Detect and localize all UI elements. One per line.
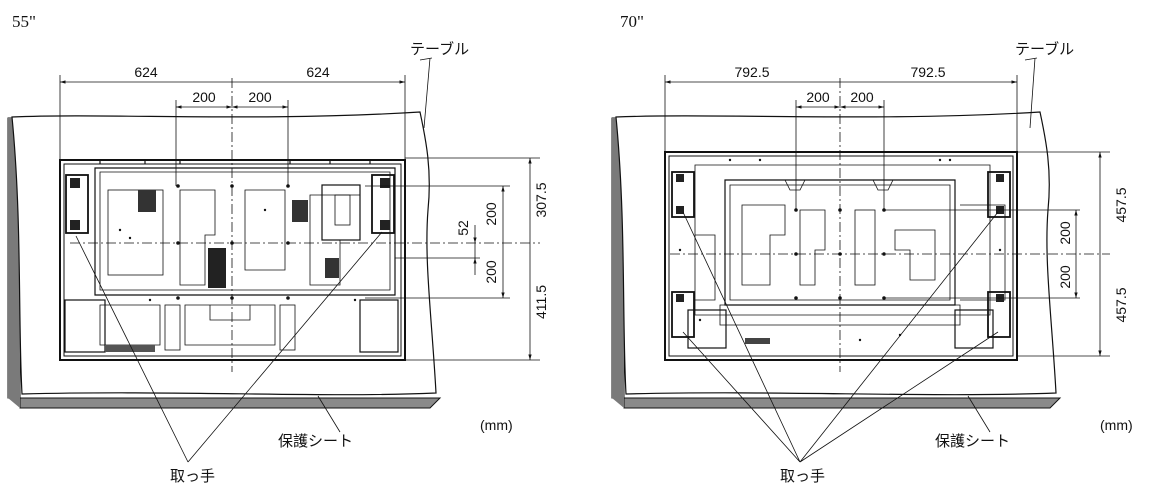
dim-top-inner-left-70: 200 xyxy=(806,89,830,105)
dim-top-inner-right-70: 200 xyxy=(850,89,874,105)
right-dimensions-55: 307.5 411.5 200 200 52 xyxy=(365,157,549,361)
top-dimensions-55: 624 624 200 200 xyxy=(59,64,406,186)
dim-right-offset-55: 52 xyxy=(455,220,471,236)
table-label-70: テーブル xyxy=(1015,40,1074,58)
sheet-label-55: 保護シート xyxy=(278,432,353,450)
size-label-55: 55" xyxy=(12,12,36,31)
right-dimensions-70: 457.5 457.5 200 200 xyxy=(884,151,1129,357)
unit-label-55: (mm) xyxy=(480,417,513,433)
handles-label-70: 取っ手 xyxy=(780,467,825,485)
dim-right-upper-70: 457.5 xyxy=(1113,187,1129,222)
dim-right-inner-upper-70: 200 xyxy=(1057,221,1073,245)
top-dimensions-70: 792.5 792.5 200 200 xyxy=(664,64,1018,210)
labels-55: テーブル 保護シート 取っ手 xyxy=(75,40,469,485)
labels-70: テーブル 保護シート 取っ手 xyxy=(682,40,1074,485)
dim-top-outer-left-70: 792.5 xyxy=(734,64,769,80)
monitor-back-55 xyxy=(59,159,406,361)
monitor-back-70 xyxy=(664,151,1018,361)
dim-right-lower-55: 411.5 xyxy=(533,285,549,319)
dim-top-outer-left-55: 624 xyxy=(134,64,158,80)
size-label-70: 70" xyxy=(620,12,644,31)
diagram-70: 70" xyxy=(611,12,1129,485)
dim-right-inner-lower-70: 200 xyxy=(1057,265,1073,289)
sheet-label-70: 保護シート xyxy=(935,432,1010,450)
dim-right-lower-70: 457.5 xyxy=(1113,287,1129,322)
dim-right-inner-lower-55: 200 xyxy=(483,260,499,284)
dim-top-outer-right-55: 624 xyxy=(306,64,330,80)
dim-top-inner-right-55: 200 xyxy=(248,89,272,105)
diagram-55: 55" xyxy=(7,12,549,485)
dim-right-upper-55: 307.5 xyxy=(533,182,549,217)
dim-top-outer-right-70: 792.5 xyxy=(910,64,945,80)
handles-label-55: 取っ手 xyxy=(170,467,215,485)
unit-label-70: (mm) xyxy=(1100,417,1133,433)
dim-right-inner-upper-55: 200 xyxy=(483,202,499,226)
dim-top-inner-left-55: 200 xyxy=(192,89,216,105)
table-label-55: テーブル xyxy=(410,40,469,58)
